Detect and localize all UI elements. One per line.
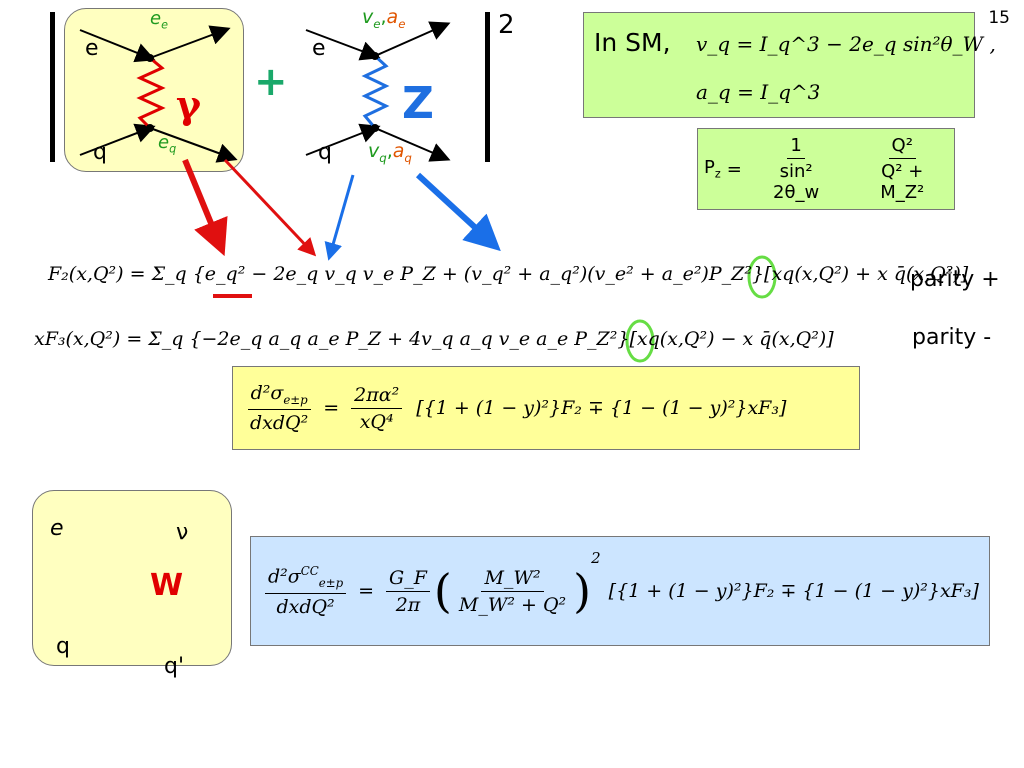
sm-line2: a_q = I_q^3 xyxy=(696,80,821,104)
f2-equation: F₂(x,Q²) = Σ_q {e_q² − 2e_q v_q v_e P_Z … xyxy=(48,263,969,285)
sm-box xyxy=(583,12,975,118)
photon-q-label: q xyxy=(93,140,107,165)
w-e-label: e xyxy=(50,516,64,541)
abs-bar-left xyxy=(50,12,55,162)
photon-diagram-lines xyxy=(79,25,238,163)
slide-number: 15 xyxy=(988,8,1010,28)
f2-parity-label: parity + xyxy=(910,267,1000,292)
xf3-equation: xF₃(x,Q²) = Σ_q {−2e_q a_q a_e P_Z + 4v_… xyxy=(34,328,834,350)
nc-bracket: [{1 + (1 − y)²}F₂ ∓ {1 − (1 − y)²}xF₃] xyxy=(416,397,787,419)
photon-symbol: γ xyxy=(176,82,202,127)
sm-line1: v_q = I_q^3 − 2e_q sin²θ_W , xyxy=(696,32,996,56)
nc-lhs: d²σe±p dxdQ² xyxy=(247,382,311,434)
w-qprime-label: q' xyxy=(164,654,185,679)
z-coupling-e: ve,ae xyxy=(362,6,406,31)
cc-power: 2 xyxy=(591,549,601,567)
w-nu-label: ν xyxy=(176,520,189,545)
abs-bar-right xyxy=(485,12,490,162)
z-symbol: Z xyxy=(402,78,434,129)
z-propagator xyxy=(361,54,390,129)
pz-lhs: Pz xyxy=(704,157,721,181)
photon-e-label: e xyxy=(85,36,99,61)
green-circle-minus xyxy=(625,319,655,363)
photon-coupling-q: eq xyxy=(158,132,177,156)
square-exponent: 2 xyxy=(498,10,515,40)
green-circle-plus xyxy=(747,255,777,299)
xf3-parity-label: parity - xyxy=(912,325,992,350)
photon-propagator xyxy=(136,56,166,130)
z-diagram-lines xyxy=(305,21,451,162)
w-q-label: q xyxy=(56,634,70,659)
z-e-label: e xyxy=(312,36,326,61)
arrow-red-2 xyxy=(223,158,317,257)
arrow-red-1 xyxy=(182,158,228,257)
z-coupling-q: vq,aq xyxy=(368,140,412,165)
pz-eq: = xyxy=(726,158,742,180)
w-diagram-box xyxy=(32,490,232,666)
w-symbol: W xyxy=(150,568,184,603)
arrow-blue-1 xyxy=(324,174,355,261)
z-q-label: q xyxy=(318,140,332,165)
photon-coupling-e: ee xyxy=(150,8,168,32)
cc-bracket: [{1 + (1 − y)²}F₂ ∓ {1 − (1 − y)²}xF₃] xyxy=(608,580,979,602)
cc-lhs: d²σCCe±p dxdQ² xyxy=(265,564,347,618)
sm-prefix: In SM, xyxy=(594,28,671,57)
plus-sign: + xyxy=(254,59,288,105)
arrow-blue-2 xyxy=(415,172,501,252)
